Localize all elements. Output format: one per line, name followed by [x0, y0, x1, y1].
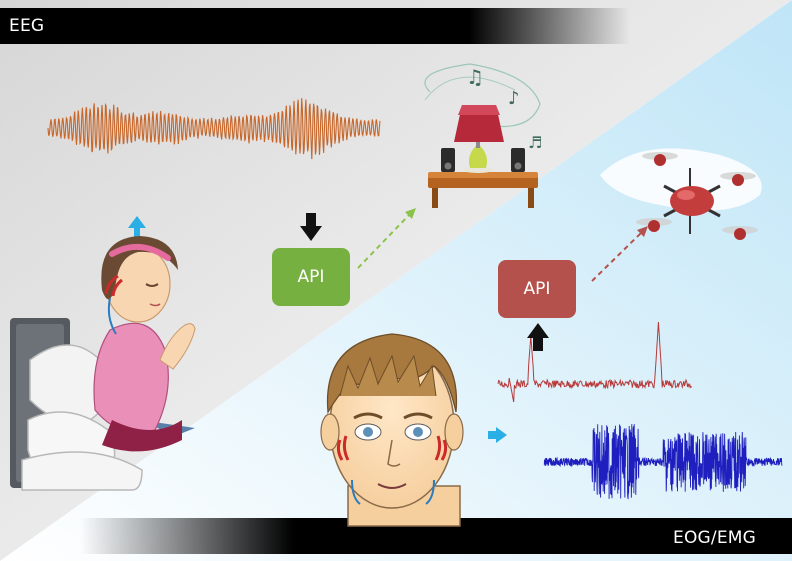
- emg-signal-wave: [543, 424, 783, 500]
- api-to-lamp-link: [357, 208, 416, 269]
- right-arrow-icon: [488, 427, 507, 443]
- eog-emg-label: EOG/EMG: [673, 528, 757, 548]
- api-to-drone-link: [591, 226, 648, 282]
- eeg-signal-wave: [47, 98, 381, 160]
- lamp-speakers-icon: [424, 63, 541, 208]
- eeg-band: [0, 8, 700, 44]
- svg-text:♫: ♫: [466, 65, 484, 89]
- face-with-electrodes-illustration: [320, 333, 464, 527]
- eog-signal-wave: [497, 321, 693, 403]
- eog-emg-api-box: API: [498, 260, 576, 318]
- up-arrow-icon: [527, 323, 549, 351]
- eeg-api-box: API: [272, 248, 350, 306]
- eeg-label: EEG: [9, 16, 45, 36]
- meditating-girl-illustration: [10, 236, 196, 491]
- svg-text:♪: ♪: [508, 88, 520, 109]
- music-notes-icon: ♫ ♪ ♬: [466, 65, 542, 152]
- up-arrow-icon: [128, 216, 146, 239]
- down-arrow-icon: [300, 213, 322, 241]
- svg-text:♬: ♬: [528, 133, 542, 152]
- drone-icon: [600, 148, 762, 240]
